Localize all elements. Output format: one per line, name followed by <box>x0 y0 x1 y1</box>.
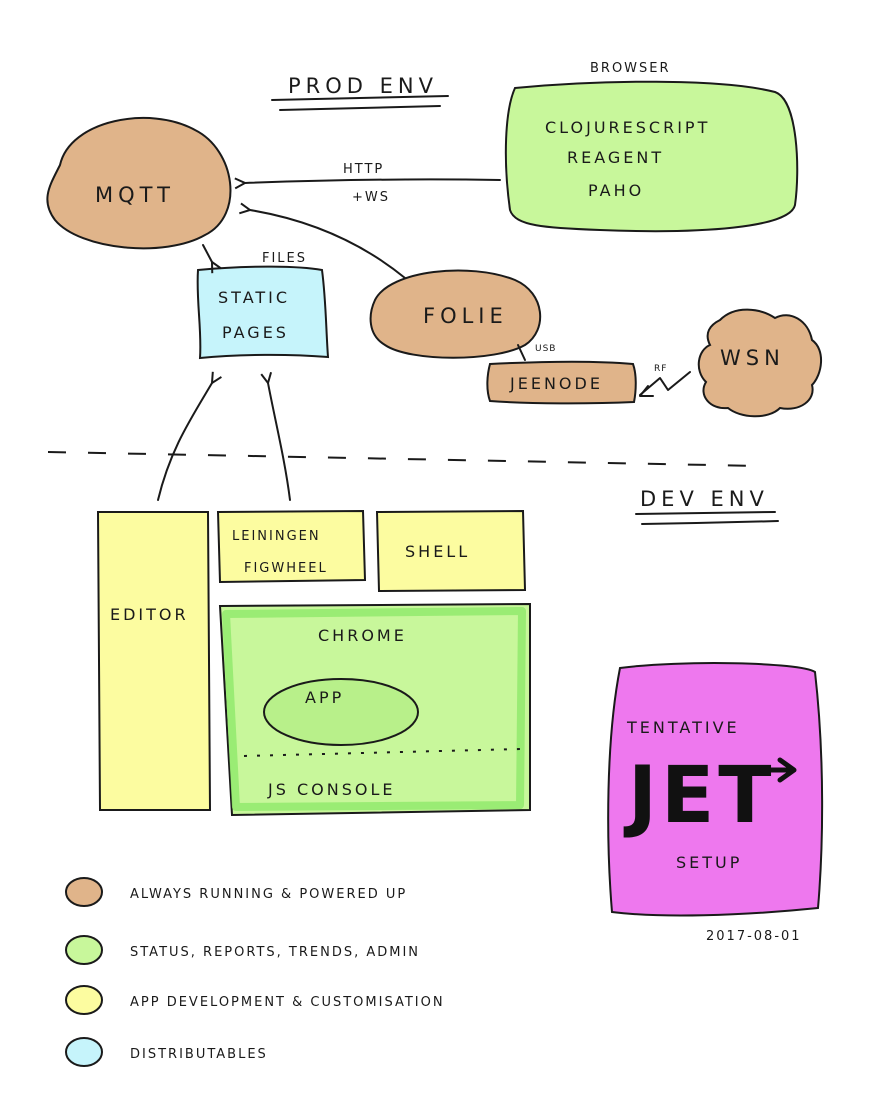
folie-to-jeenode-line <box>517 344 526 361</box>
legend-label: ALWAYS RUNNING & POWERED UP <box>130 887 407 902</box>
legend-swatch-cyan <box>65 1037 103 1067</box>
app-ellipse <box>263 678 419 746</box>
browser-line-3: PAHO <box>588 181 644 200</box>
editor-box <box>96 511 212 811</box>
dev-env-underline-2 <box>641 520 779 525</box>
folie-to-mqtt-arrow <box>250 210 406 279</box>
jet-stamp: TENTATIVE JET SETUP <box>607 662 824 917</box>
folie-node: FOLIE <box>250 210 542 359</box>
legend-item: APP DEVELOPMENT & CUSTOMISATION <box>65 985 445 1015</box>
legend-label: STATUS, REPORTS, TRENDS, ADMIN <box>130 945 420 960</box>
shell-label: SHELL <box>405 542 470 561</box>
leiningen-line-1: LEININGEN <box>232 529 321 544</box>
editor-node: EDITOR <box>96 511 212 811</box>
mqtt-node: MQTT <box>46 117 232 250</box>
browser-line-2: REAGENT <box>567 148 664 167</box>
legend-item: ALWAYS RUNNING & POWERED UP <box>65 877 407 907</box>
jet-stamp-box <box>607 662 824 917</box>
legend-swatch-yellow <box>65 985 103 1015</box>
wsn-cloud <box>697 308 822 418</box>
leiningen-node: LEININGEN FIGWHEEL <box>216 509 367 584</box>
leiningen-box <box>216 509 367 584</box>
browser-node: BROWSER CLOJURESCRIPT REAGENT PAHO <box>504 61 799 233</box>
rf-label: RF <box>654 364 667 374</box>
jeenode-label: JEENODE <box>509 374 603 393</box>
jet-stamp-line-1: TENTATIVE <box>626 718 740 737</box>
wsn-node: WSN <box>697 308 822 418</box>
chrome-label: CHROME <box>318 626 407 645</box>
browser-box <box>504 80 799 233</box>
http-ws-edge: HTTP +WS <box>245 162 501 205</box>
jet-arrow-head <box>777 757 797 783</box>
rf-zigzag <box>639 371 691 396</box>
files-caption: FILES <box>262 251 307 266</box>
dev-env-heading: DEV ENV <box>635 487 779 525</box>
js-console-label: JS CONSOLE <box>267 780 395 799</box>
shell-box <box>375 509 527 593</box>
leiningen-line-2: FIGWHEEL <box>244 561 328 576</box>
editor-to-static-arrow <box>157 383 212 501</box>
static-pages-node: FILES STATIC PAGES <box>196 244 330 360</box>
shell-node: SHELL <box>375 509 527 593</box>
folie-blob <box>369 269 542 359</box>
prod-env-heading: PROD ENV <box>271 74 449 111</box>
mqtt-to-files-arrow <box>202 244 212 262</box>
prod-env-underline-1 <box>271 95 449 101</box>
usb-label: USB <box>535 344 556 354</box>
http-ws-arrow <box>245 179 501 183</box>
rf-arrowhead <box>639 385 654 397</box>
jeenode-box <box>486 360 637 405</box>
legend-label: DISTRIBUTABLES <box>130 1047 268 1062</box>
ws-label: +WS <box>352 190 390 205</box>
wsn-label: WSN <box>720 346 785 370</box>
leiningen-to-static-arrow <box>268 383 291 501</box>
jet-stamp-big: JET <box>623 751 776 841</box>
editor-label: EDITOR <box>110 605 189 624</box>
legend: ALWAYS RUNNING & POWERED UP STATUS, REPO… <box>65 877 445 1067</box>
legend-swatch-orange <box>65 877 103 907</box>
browser-caption: BROWSER <box>590 61 671 76</box>
app-label: APP <box>305 688 344 707</box>
static-pages-box <box>196 265 330 360</box>
legend-label: APP DEVELOPMENT & CUSTOMISATION <box>130 995 445 1010</box>
mqtt-blob <box>46 117 232 250</box>
chrome-inner-border <box>222 607 526 811</box>
date-label: 2017-08-01 <box>706 929 802 944</box>
jeenode-node: USB JEENODE <box>486 344 637 405</box>
mqtt-label: MQTT <box>95 183 175 207</box>
static-pages-line-2: PAGES <box>222 323 289 342</box>
browser-line-1: CLOJURESCRIPT <box>545 118 710 137</box>
legend-swatch-green <box>65 935 103 965</box>
prod-env-underline-2 <box>279 105 441 111</box>
dev-env-underline-1 <box>635 511 776 515</box>
rf-edge: RF <box>639 364 691 397</box>
chrome-node: CHROME APP JS CONSOLE <box>218 602 531 817</box>
dev-env-label: DEV ENV <box>640 487 769 511</box>
prod-env-label: PROD ENV <box>288 74 438 98</box>
static-pages-line-1: STATIC <box>218 288 290 307</box>
env-divider <box>47 451 761 467</box>
legend-item: STATUS, REPORTS, TRENDS, ADMIN <box>65 935 420 965</box>
legend-item: DISTRIBUTABLES <box>65 1037 268 1067</box>
folie-label: FOLIE <box>423 304 508 328</box>
http-label: HTTP <box>343 162 384 177</box>
jet-stamp-line-2: SETUP <box>676 853 742 872</box>
